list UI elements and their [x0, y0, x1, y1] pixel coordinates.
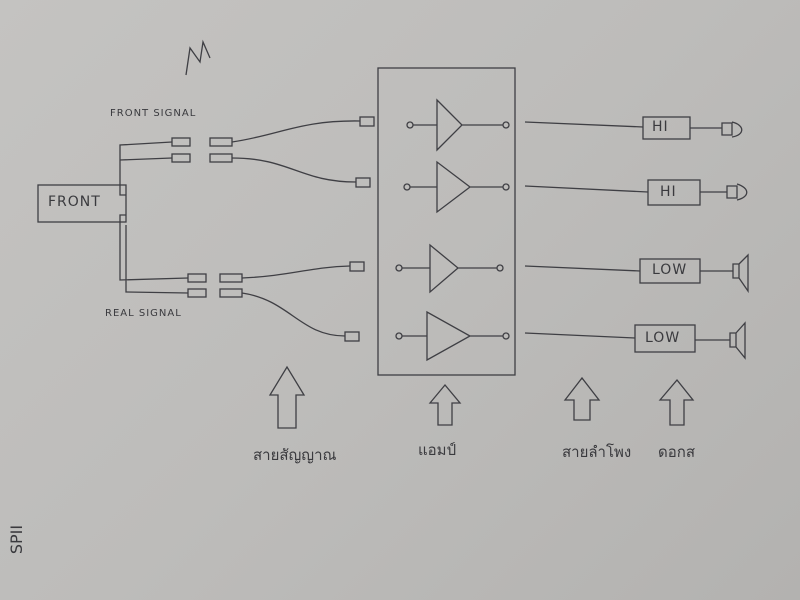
- connectors: [171, 116, 375, 342]
- speakers: [690, 121, 749, 360]
- output-boxes: [634, 116, 701, 353]
- output-label-3: LOW: [652, 262, 688, 278]
- output-label-4: LOW: [645, 330, 681, 346]
- caption-speaker-cable: สายลำโพง: [562, 443, 632, 461]
- speaker-cables: [524, 121, 649, 339]
- up-arrows: [268, 365, 695, 429]
- caption-signal-cable: สายสัญญาณ: [253, 446, 337, 464]
- margin-note: SPII: [7, 524, 27, 555]
- output-label-1: HI: [652, 119, 669, 135]
- output-label-2: HI: [660, 184, 677, 200]
- scribble: [185, 39, 211, 76]
- front-signal-label: FRONT SIGNAL: [110, 108, 197, 119]
- front-wires: [119, 141, 189, 294]
- source-box: [37, 184, 127, 223]
- rear-signal-label: REAL SIGNAL: [105, 308, 182, 319]
- signal-cables: [231, 120, 361, 337]
- caption-speaker: ดอกส: [658, 443, 695, 461]
- caption-amp: แอมป์: [418, 441, 457, 459]
- source-box-label: FRONT: [48, 194, 101, 210]
- amp-channels: [395, 98, 510, 362]
- amplifier-box: [377, 67, 516, 376]
